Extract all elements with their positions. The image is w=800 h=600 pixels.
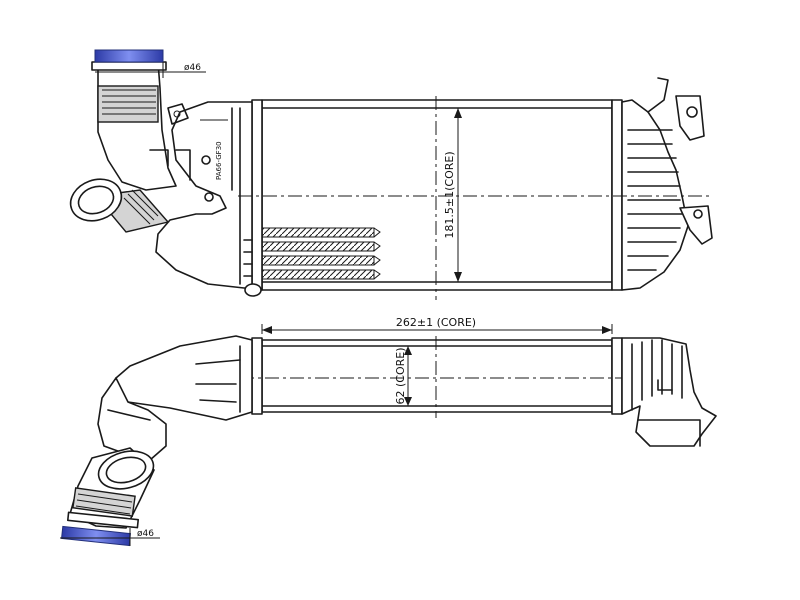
top-inlet-pipe (66, 377, 167, 529)
inlet-diameter-dimension: ø46 (95, 62, 206, 78)
outlet-diameter-label: ø46 (137, 529, 154, 539)
top-view: 262±1 (CORE) 62 (CORE) (60, 316, 717, 547)
inlet-diameter-label: ø46 (184, 63, 201, 73)
inlet-flange-marker (94, 49, 164, 63)
front-right-tank (621, 77, 713, 291)
front-left-tank (155, 101, 262, 297)
part-marking: PA66-GF30 (215, 141, 223, 180)
core-depth-label: 62 (CORE) (394, 347, 407, 404)
core-length-label: 262±1 (CORE) (396, 316, 476, 329)
core-depth-dimension: 62 (CORE) (394, 346, 412, 406)
top-right-tank (621, 337, 717, 447)
outlet-flange-marker (61, 525, 131, 547)
front-core-fins (261, 227, 381, 280)
core-height-dimension: 181.5±1(CORE) (443, 108, 462, 282)
core-height-label: 181.5±1(CORE) (443, 151, 456, 238)
front-outlet-spigot (69, 178, 170, 233)
core-length-dimension: 262±1 (CORE) (261, 316, 613, 334)
outlet-diameter-dimension: ø46 (60, 528, 160, 546)
front-view: PA66-GF30 ø46 (69, 49, 713, 300)
top-core (251, 337, 623, 415)
front-inlet-pipe (91, 61, 177, 191)
top-left-tank (113, 335, 253, 421)
